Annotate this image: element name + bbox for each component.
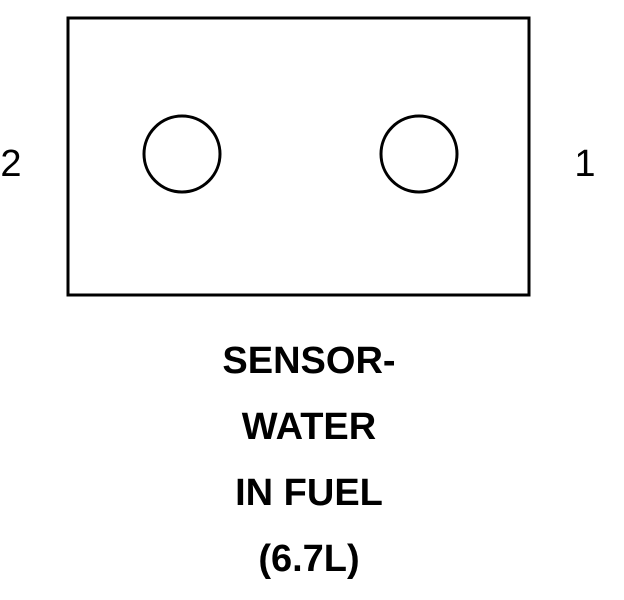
- caption-line-2: WATER: [242, 406, 376, 448]
- pin-2-label: 2: [0, 143, 21, 185]
- caption-line-3: IN FUEL: [235, 472, 383, 514]
- pin-1-label: 1: [574, 143, 595, 185]
- caption-line-4: (6.7L): [258, 538, 359, 580]
- connector-body: [66, 16, 531, 297]
- pin-2-cavity: [142, 114, 222, 194]
- caption-line-1: SENSOR-: [222, 340, 395, 382]
- pin-1-cavity: [379, 114, 459, 194]
- connector-caption: SENSOR- WATER IN FUEL (6.7L): [222, 340, 395, 580]
